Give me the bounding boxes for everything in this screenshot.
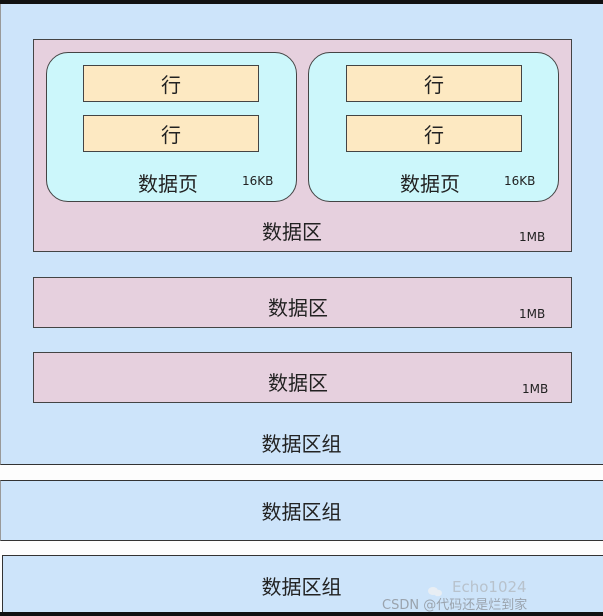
- row-1-1: 行: [83, 65, 259, 102]
- extent-size: 1MB: [519, 307, 546, 321]
- group-label: 数据区组: [261, 432, 342, 456]
- extent-label: 数据区: [268, 371, 328, 395]
- extent-label: 数据区: [262, 220, 322, 244]
- row-label: 行: [424, 123, 444, 147]
- extent-group-2: [0, 480, 603, 541]
- group-label: 数据区组: [261, 575, 342, 599]
- extent-size: 1MB: [519, 230, 546, 244]
- row-2-2: 行: [346, 115, 522, 152]
- extent-label: 数据区: [268, 296, 328, 320]
- row-1-2: 行: [83, 115, 259, 152]
- extent-group-3: [2, 555, 603, 616]
- page-label: 数据页: [400, 172, 460, 196]
- row-label: 行: [424, 73, 444, 97]
- wechat-icon: [428, 582, 442, 597]
- bottom-edge-bar: [0, 612, 603, 616]
- page-size: 16KB: [242, 174, 274, 188]
- extent-2: [33, 277, 572, 328]
- watermark-account: Echo1024: [452, 578, 527, 596]
- extent-3: [33, 352, 572, 403]
- page-size: 16KB: [504, 174, 536, 188]
- extent-size: 1MB: [522, 382, 549, 396]
- row-label: 行: [161, 73, 181, 97]
- row-2-1: 行: [346, 65, 522, 102]
- top-edge-bar: [0, 0, 603, 4]
- group-label: 数据区组: [261, 500, 342, 524]
- row-label: 行: [161, 123, 181, 147]
- page-label: 数据页: [138, 172, 198, 196]
- watermark-source: CSDN @代码还是烂到家: [382, 598, 528, 613]
